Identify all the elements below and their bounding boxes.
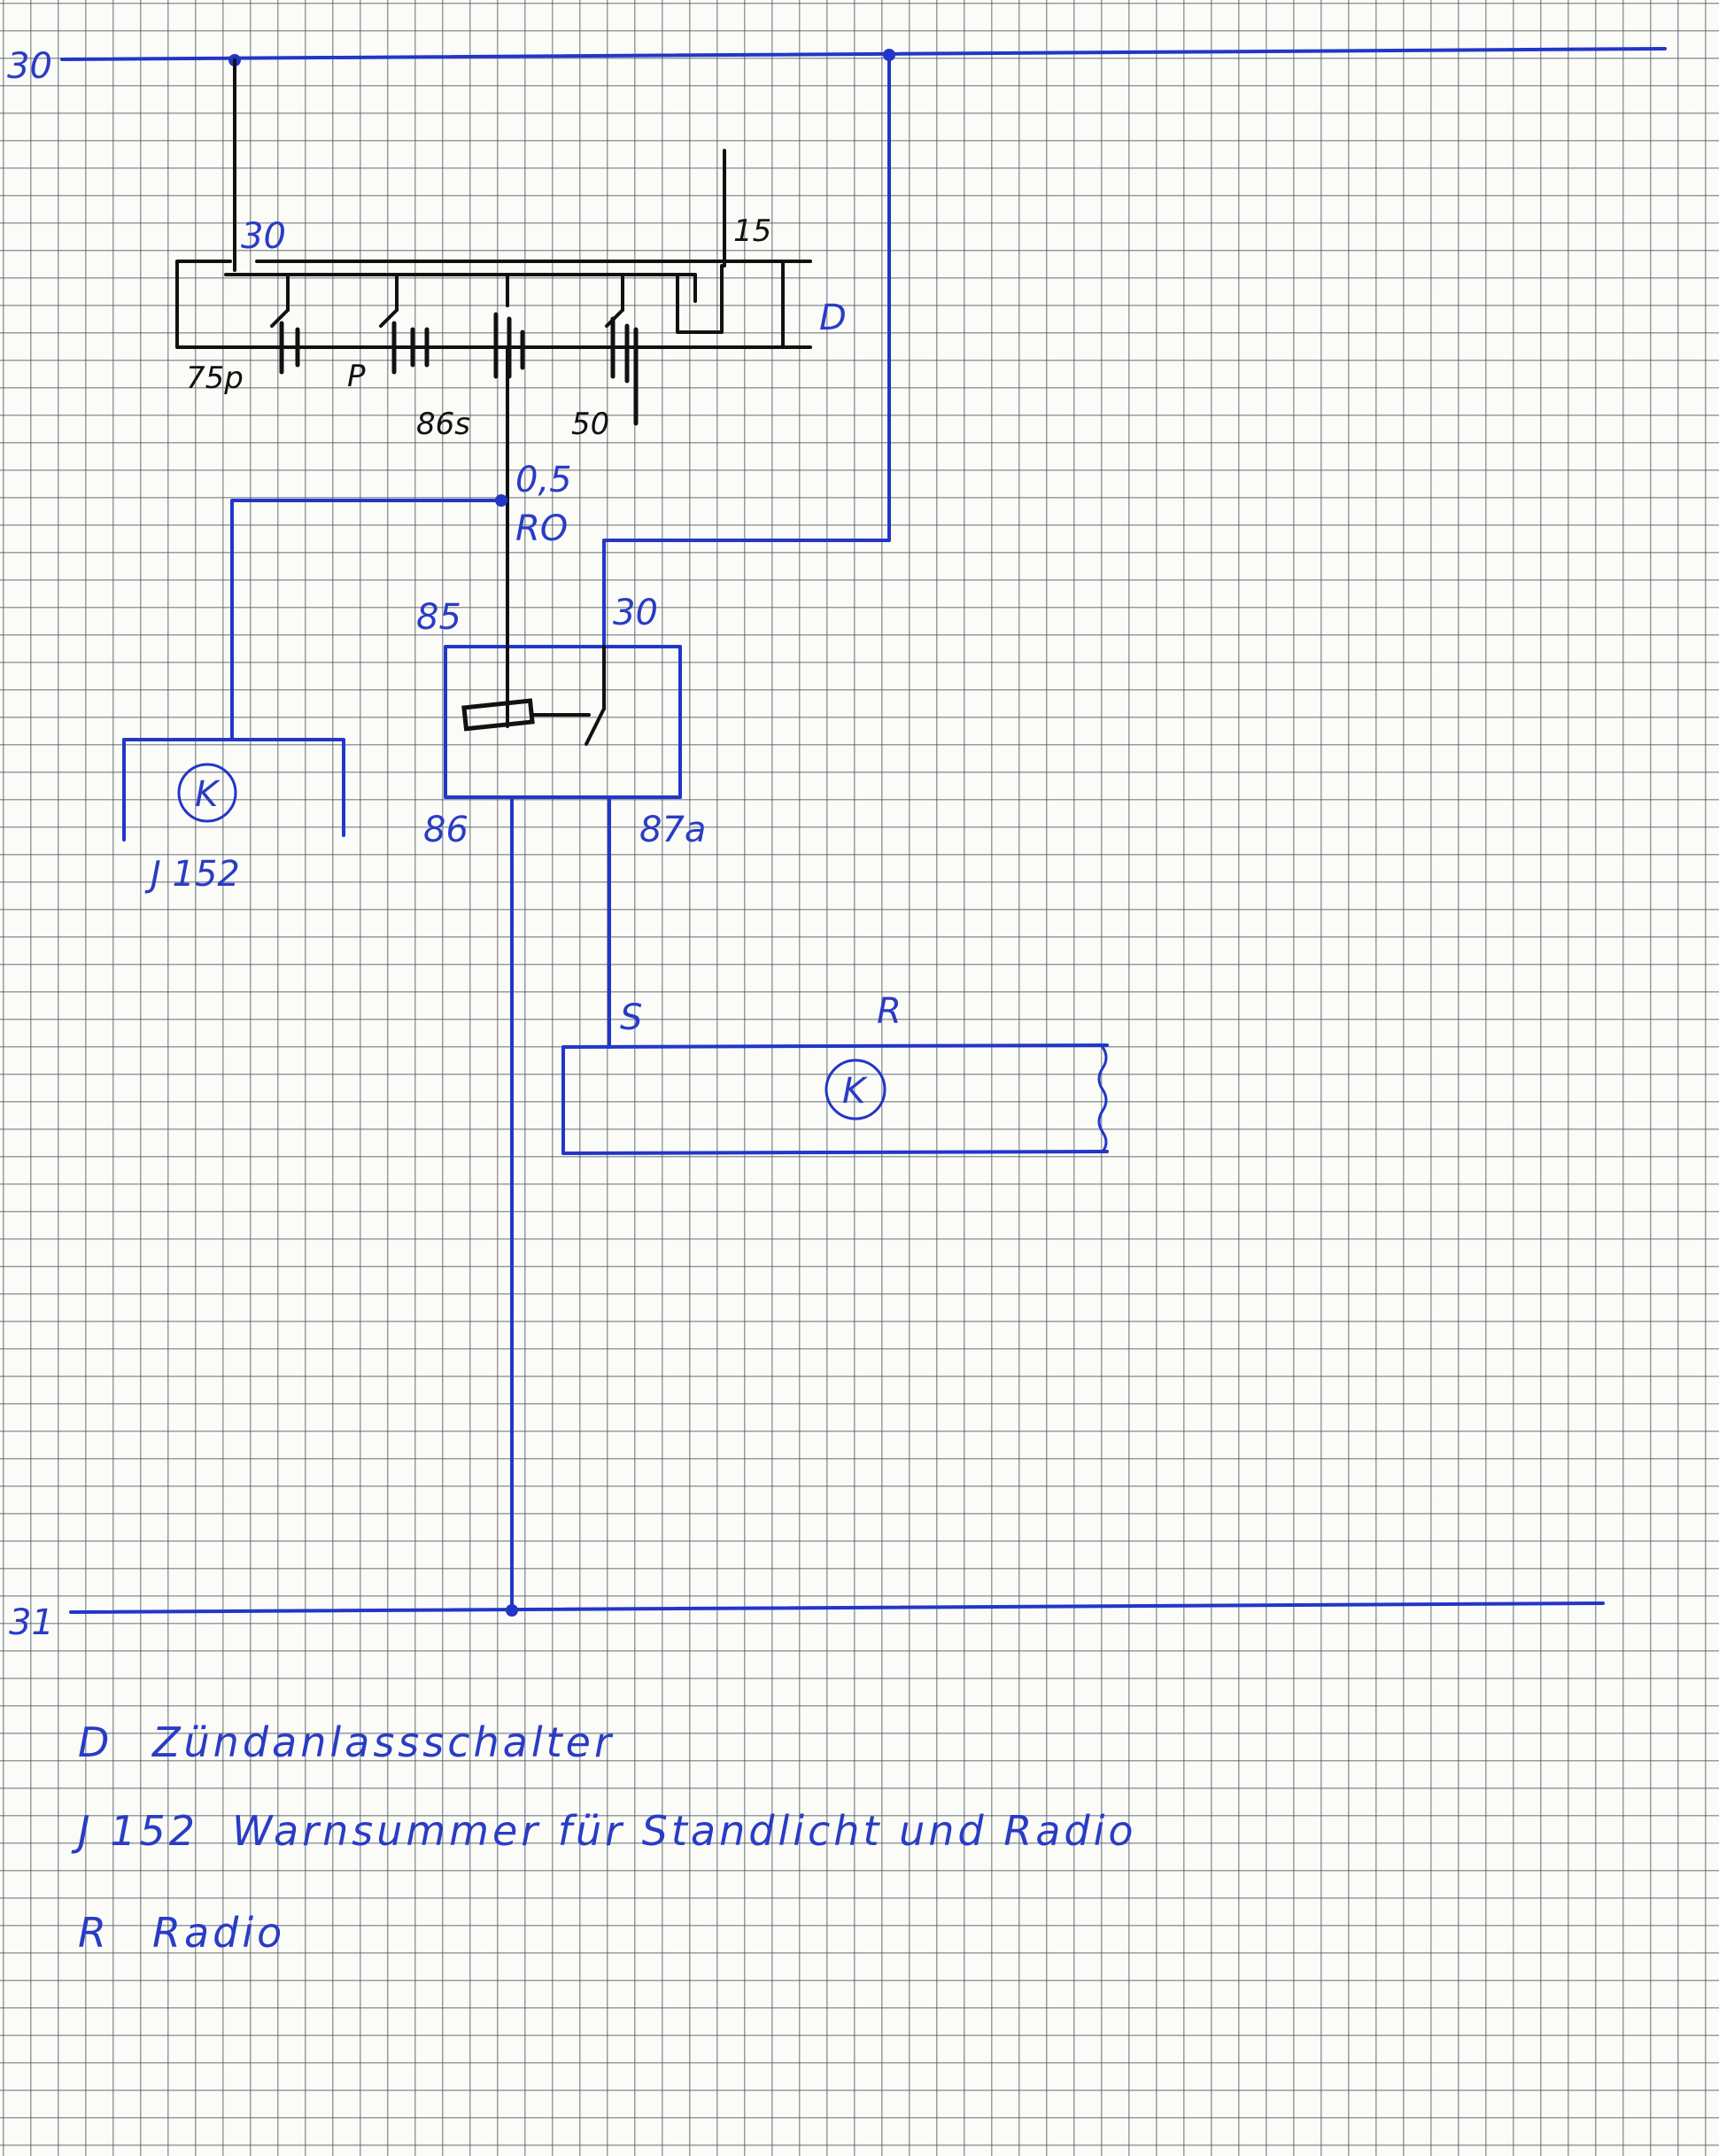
buzzer-symbol: K: [195, 774, 221, 815]
radio-symbol: K: [842, 1071, 868, 1112]
radio-body: [561, 1043, 1109, 1155]
legend-text: Warnsummer für Standlicht und Radio: [232, 1807, 1137, 1855]
radio-id-label: R: [877, 991, 902, 1032]
switch-contact-75p: [270, 273, 300, 375]
relay-terminal-30: 30: [613, 593, 658, 633]
radio-r: K: [561, 1043, 1109, 1155]
legend-code: D: [78, 1718, 113, 1766]
buzzer-j152: K: [122, 738, 345, 841]
wire-rail30-to-relay: [602, 53, 891, 648]
switch-id-label: D: [819, 298, 847, 338]
legend-code: J 152: [78, 1807, 198, 1855]
wire-size-label: 0,5: [515, 460, 572, 500]
radio-terminal-s: S: [620, 997, 642, 1038]
terminal-label-50: 50: [571, 407, 609, 442]
switch-body: [175, 260, 785, 349]
relay-terminal-85: 85: [416, 597, 461, 638]
rail-31-label: 31: [9, 1602, 54, 1643]
relay: [444, 645, 682, 799]
rail-31-line: [69, 1601, 1605, 1614]
terminal-label-86s: 86s: [416, 407, 470, 442]
legend-item-d: D Zündanlassschalter: [78, 1718, 615, 1766]
terminal-label-30: 30: [241, 216, 286, 257]
terminal-label-15: 15: [733, 213, 771, 249]
relay-terminal-87a: 87a: [639, 810, 706, 850]
terminal-label-75p: 75p: [186, 361, 244, 396]
radio-symbol-circle: [825, 1059, 887, 1121]
buzzer-body: [122, 738, 345, 841]
wire-color-label: RO: [515, 508, 568, 549]
legend-text: Zündanlassschalter: [152, 1718, 615, 1766]
buzzer-id-label: J 152: [144, 854, 240, 895]
radio-break-mark: [1097, 1045, 1108, 1153]
switch-contact-p: [379, 273, 430, 375]
switch-contact-15: [676, 264, 724, 334]
relay-body: [444, 645, 682, 799]
relay-coil: [461, 698, 535, 732]
ignition-switch-d: [175, 260, 812, 426]
terminal-label-p: P: [347, 359, 366, 394]
rail-30-label: 30: [7, 46, 52, 87]
rail-30-line: [60, 47, 1667, 61]
legend-item-j152: J 152 Warnsummer für Standlicht und Radio: [78, 1807, 1137, 1855]
legend-text: Radio: [152, 1909, 286, 1957]
switch-bus: [224, 273, 697, 303]
legend-item-r: R Radio: [78, 1909, 285, 1957]
buzzer-symbol-circle: [177, 763, 237, 823]
wire-to-buzzer: [230, 499, 503, 741]
relay-switch-blade: [585, 707, 606, 746]
switch-contact-50: [605, 273, 639, 426]
legend-code: R: [78, 1909, 110, 1957]
relay-terminal-86: 86: [423, 810, 468, 850]
